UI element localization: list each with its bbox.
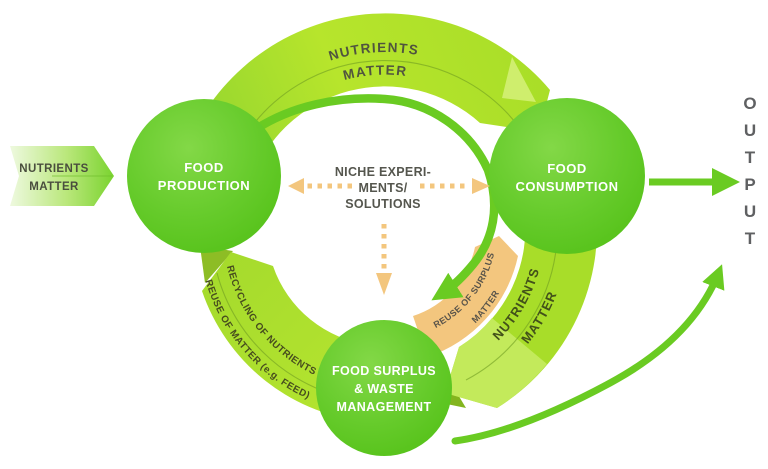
- band-right-seam: [465, 239, 558, 381]
- niche-arrow-left-head: [288, 178, 304, 194]
- output-letter: T: [745, 229, 756, 248]
- band-recycling-shadow-wedge: [200, 246, 233, 283]
- output-letter: P: [744, 175, 755, 194]
- node-food-consumption-label-line1: FOOD: [547, 161, 587, 176]
- band-top-production-to-consumption: [181, 13, 550, 184]
- consumption-to-output-arrowhead: [712, 168, 740, 196]
- node-food-consumption-circle: [489, 98, 645, 254]
- band-top-seam: [242, 60, 525, 140]
- band-right-fold-tail: [445, 318, 547, 408]
- node-food-surplus-label-line2: & WASTE: [354, 382, 414, 396]
- niche-label-line1: NICHE EXPERI-: [335, 165, 431, 179]
- node-food-surplus-label-line3: MANAGEMENT: [337, 400, 432, 414]
- band-reuse-surplus: [413, 236, 518, 357]
- output-letter: U: [744, 202, 756, 221]
- band-top-fold-highlight: [502, 57, 536, 102]
- input-banner-label-line1: NUTRIENTS: [19, 163, 88, 175]
- niche-dashed-arrows: [288, 178, 490, 295]
- node-food-production-label-line2: PRODUCTION: [158, 178, 250, 193]
- node-food-consumption-label-line2: CONSUMPTION: [516, 179, 619, 194]
- node-food-production-label-line1: FOOD: [184, 160, 224, 175]
- niche-arrow-right-head: [472, 178, 490, 194]
- output-letter: T: [745, 148, 756, 167]
- niche-arrow-down-head: [376, 273, 392, 295]
- input-banner-label-line2: MATTER: [29, 181, 79, 193]
- node-food-surplus-label-line1: FOOD SURPLUS: [332, 364, 436, 378]
- inner-loop-arrow: [247, 94, 499, 301]
- output-label: O U T P U T: [743, 94, 756, 248]
- input-banner: NUTRIENTS MATTER: [10, 146, 114, 206]
- surplus-to-output-arrow: [451, 264, 725, 445]
- node-food-surplus-circle: [316, 320, 452, 456]
- node-food-production-circle: [127, 99, 281, 253]
- niche-label-line2: MENTS/: [358, 181, 407, 195]
- output-letter: O: [743, 94, 756, 113]
- niche-label-line3: SOLUTIONS: [345, 197, 421, 211]
- output-letter: U: [744, 121, 756, 140]
